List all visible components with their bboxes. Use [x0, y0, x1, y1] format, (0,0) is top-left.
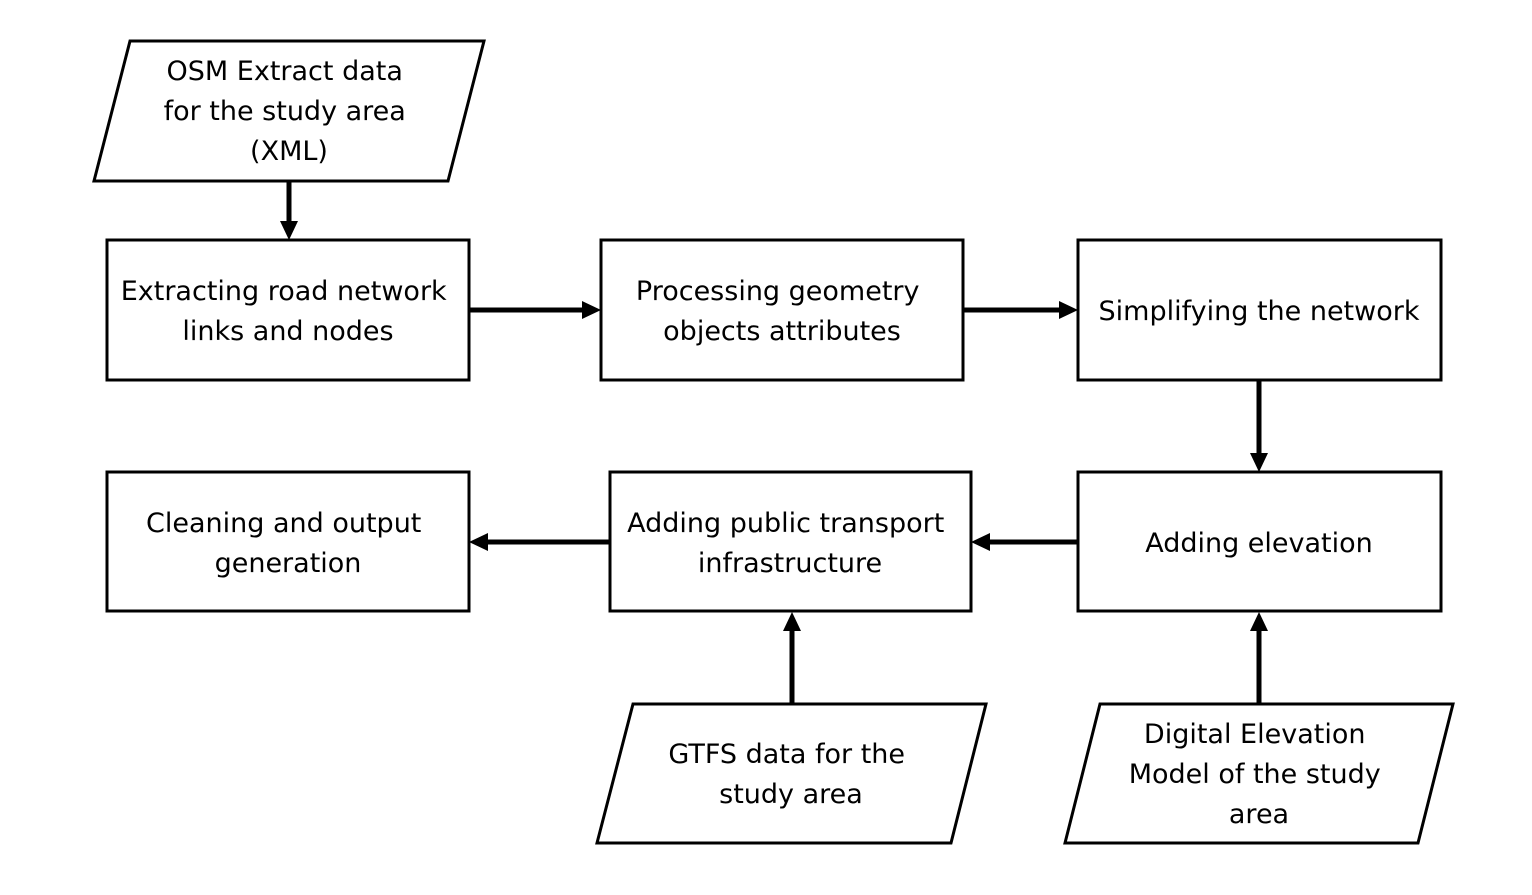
svg-text:Digital Elevation Model: Digital Elevation Model of the study are… — [1129, 719, 1390, 830]
node-cleaning-output-line-2: generation — [215, 548, 362, 579]
edge-osm-to-extract — [280, 181, 298, 240]
node-add-elevation: Adding elevation — [1076, 470, 1443, 613]
edge-elevation-to-public-transport — [971, 533, 1078, 551]
svg-text:Adding elevation: Adding elevation — [1145, 528, 1373, 559]
svg-text:Simplifying the network: Simplifying the network — [1099, 296, 1420, 327]
edge-simplify-to-elevation — [1250, 381, 1268, 472]
node-osm-input-line-2: for the study area — [164, 96, 406, 127]
node-gtfs-input-line-1: GTFS data for the — [668, 739, 905, 770]
svg-text:Cleaning and output gene: Cleaning and output generation — [146, 508, 430, 579]
node-dem-input: Digital Elevation Model of the study are… — [1063, 702, 1455, 845]
node-add-public-transport-line-2: infrastructure — [698, 548, 882, 579]
node-dem-input-line-3: area — [1229, 799, 1289, 830]
node-add-elevation-line-1: Adding elevation — [1145, 528, 1373, 559]
node-extract-links-line-1: Extracting road network — [121, 276, 447, 307]
svg-text:Processing geometry obje: Processing geometry objects attributes — [636, 276, 928, 347]
node-add-public-transport-line-1: Adding public transport — [627, 508, 944, 539]
edge-extract-to-process — [469, 301, 601, 319]
node-dem-input-line-1: Digital Elevation — [1144, 719, 1366, 750]
node-osm-input-line-1: OSM Extract data — [167, 56, 403, 87]
edge-gtfs-to-public-transport — [783, 612, 801, 704]
node-extract-links: Extracting road network links and nodes — [105, 238, 471, 382]
svg-text:Extracting road network: Extracting road network links and nodes — [121, 276, 456, 347]
node-gtfs-input-line-2: study area — [719, 779, 863, 810]
edge-public-transport-to-cleaning — [469, 533, 610, 551]
node-dem-input-line-2: Model of the study — [1129, 759, 1381, 790]
node-extract-links-line-2: links and nodes — [182, 316, 393, 347]
node-gtfs-input: GTFS data for the study area — [595, 702, 988, 845]
node-cleaning-output-line-1: Cleaning and output — [146, 508, 421, 539]
node-simplify-network: Simplifying the network — [1076, 238, 1443, 382]
svg-text:OSM Extract data for the: OSM Extract data for the study area (XML… — [164, 56, 415, 167]
edge-dem-to-elevation — [1250, 612, 1268, 704]
node-process-geometry: Processing geometry objects attributes — [599, 238, 965, 382]
node-osm-input-line-3: (XML) — [250, 136, 328, 167]
node-simplify-network-line-1: Simplifying the network — [1099, 296, 1420, 327]
edge-process-to-simplify — [963, 301, 1078, 319]
svg-text:GTFS data for the study: GTFS data for the study area — [668, 739, 913, 810]
node-process-geometry-line-2: objects attributes — [663, 316, 901, 347]
node-cleaning-output: Cleaning and output generation — [105, 470, 471, 613]
svg-text:Adding public transport: Adding public transport infrastructure — [627, 508, 953, 579]
node-process-geometry-line-1: Processing geometry — [636, 276, 920, 307]
node-osm-input: OSM Extract data for the study area (XML… — [92, 39, 486, 183]
node-add-public-transport: Adding public transport infrastructure — [608, 470, 973, 613]
